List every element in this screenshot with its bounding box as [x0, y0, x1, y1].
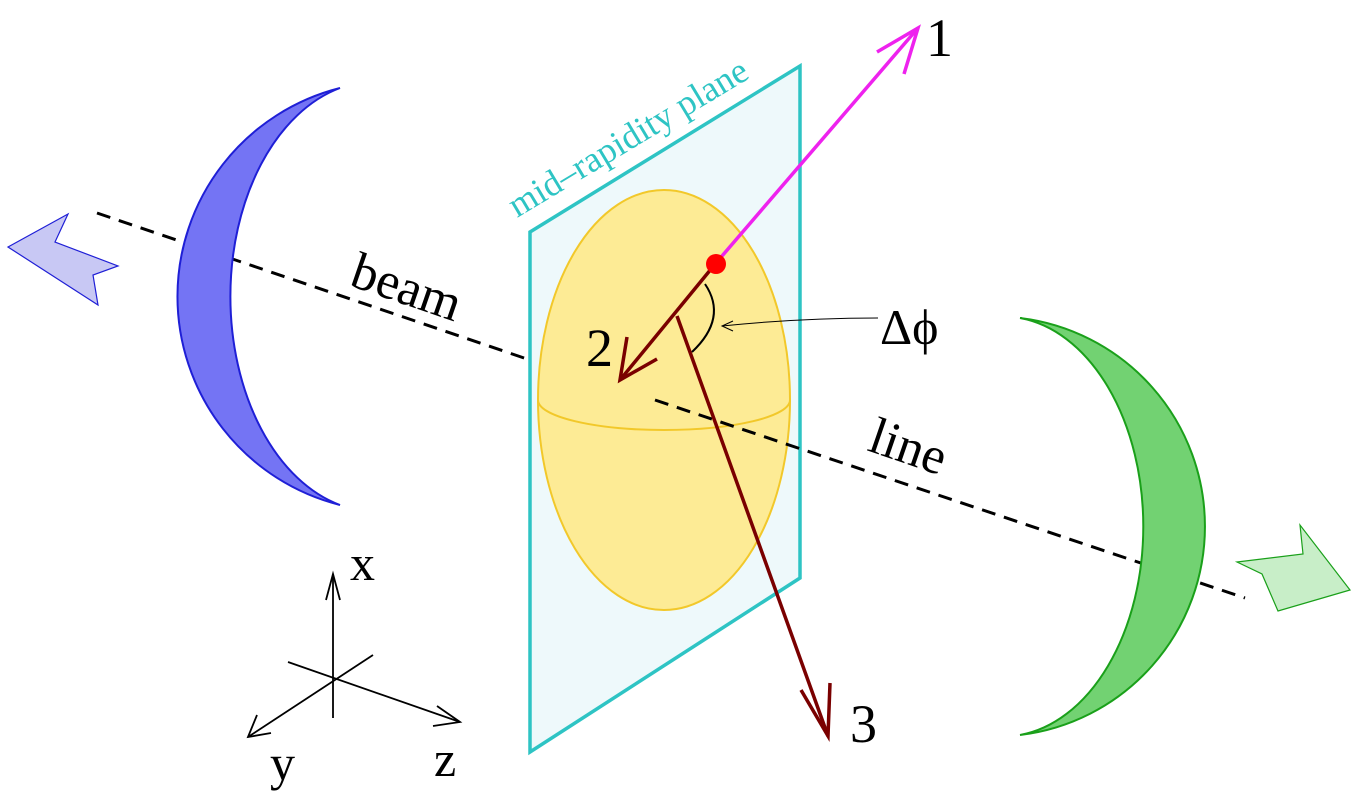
particle-3-track [675, 315, 830, 737]
delta-phi-label: Δϕ [880, 299, 938, 355]
axis-y-label: y [270, 735, 295, 791]
delta-phi-pointer [721, 317, 879, 327]
particle-2-track [618, 261, 718, 382]
particle-3-label: 3 [850, 694, 877, 754]
particle-3-arrowhead [799, 682, 832, 743]
particle-2-label: 2 [586, 318, 613, 378]
beam-arrow-left [6, 212, 120, 307]
axis-x-label: x [350, 535, 375, 591]
particle-2-arrowhead [617, 336, 658, 384]
particle-1-arrowhead [876, 24, 921, 75]
delta-phi-arc [691, 283, 715, 353]
beam-line-left [96, 211, 531, 362]
axis-z-label: z [434, 731, 456, 787]
nucleus-left [176, 87, 341, 506]
beam-arrow-right [1234, 522, 1352, 612]
particle-1-label: 1 [926, 8, 953, 68]
collision-vertex [706, 254, 726, 274]
fireball-equator [537, 400, 791, 431]
coordinate-axes [246, 570, 463, 739]
nucleus-right [1019, 317, 1206, 736]
delta-phi-pointer-head [720, 320, 734, 332]
particle-1-track [714, 26, 920, 265]
fireball [537, 189, 791, 611]
